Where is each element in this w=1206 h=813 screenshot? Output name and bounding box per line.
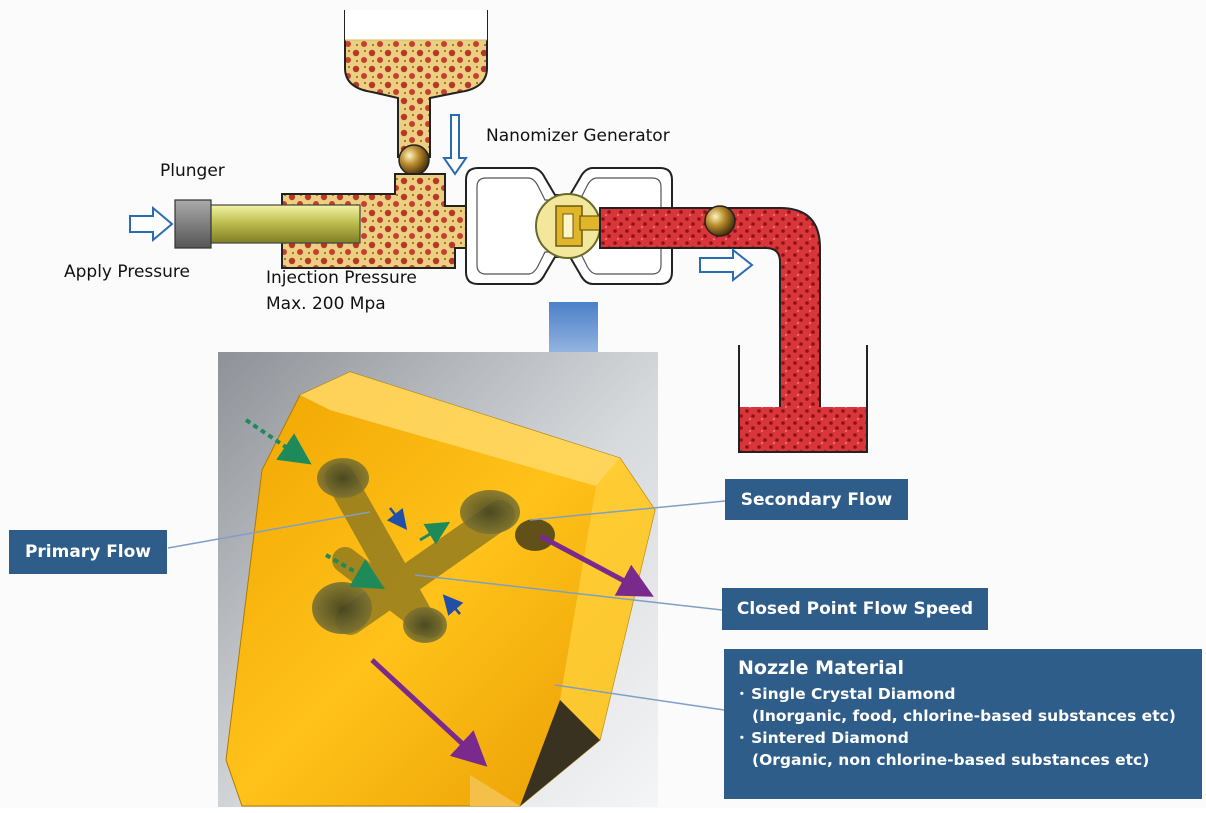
check-valve-ball-top xyxy=(398,144,430,176)
secondary-flow-callout: Secondary Flow xyxy=(725,479,908,520)
collection-beaker xyxy=(738,345,868,453)
leader-secondary-flow xyxy=(529,500,726,521)
nozzle-item-name: ･ Sintered Diamond xyxy=(738,729,909,747)
callout-leaders xyxy=(167,500,726,711)
outflow-arrow xyxy=(699,247,754,283)
check-valve-ball-outlet xyxy=(704,205,736,237)
nozzle-item-desc: (Organic, non chlorine-based substances … xyxy=(752,751,1150,769)
primary-flow-callout: Primary Flow xyxy=(9,530,167,574)
apply-pressure-label: Apply Pressure xyxy=(64,262,190,282)
leader-primary-flow xyxy=(167,511,371,549)
nozzle-item-desc: (Inorganic, food, chlorine-based substan… xyxy=(752,707,1176,725)
plunger-head xyxy=(174,199,212,249)
nozzle-material-title: Nozzle Material xyxy=(738,657,904,679)
apply-pressure-arrow xyxy=(129,205,174,243)
inflow-arrow xyxy=(442,114,468,176)
injection-pressure-label: Injection Pressure xyxy=(266,268,417,288)
nozzle-material-callout: Nozzle Material ･ Single Crystal Diamond… xyxy=(724,649,1202,799)
injection-pressure-max-label: Max. 200 Mpa xyxy=(266,294,386,314)
nozzle-item-name: ･ Single Crystal Diamond xyxy=(738,685,956,703)
leader-nozzle-material xyxy=(554,684,725,711)
leader-closed-point xyxy=(414,574,723,611)
nanomizer-generator-label: Nanomizer Generator xyxy=(486,126,670,146)
nanomizer-generator-housing xyxy=(465,167,673,285)
plunger-label: Plunger xyxy=(160,161,225,181)
hopper xyxy=(344,10,488,158)
nozzle-magnified-view xyxy=(218,352,658,807)
plunger-rod xyxy=(209,204,361,244)
closed-point-flow-speed-callout: Closed Point Flow Speed xyxy=(722,588,988,630)
